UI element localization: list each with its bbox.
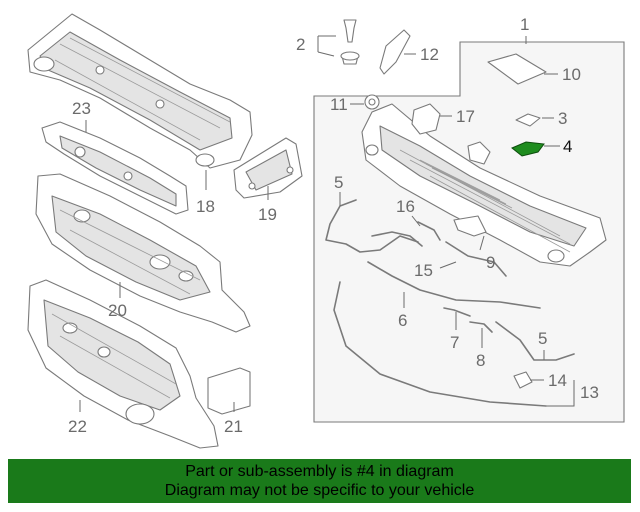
hose-6	[367, 261, 541, 309]
seal-12	[379, 29, 411, 75]
callout-5-upper: 5	[334, 173, 343, 192]
parts-diagram: 1 2 12 10 11 17 3 4 5 16 15 9 6 7 8 5 14…	[27, 13, 625, 449]
weatherstrip-13	[333, 281, 547, 407]
callout-11: 11	[330, 95, 348, 114]
callout-2: 2	[296, 35, 305, 54]
bracket-19	[233, 137, 303, 199]
banner-line-2: Diagram may not be specific to your vehi…	[164, 482, 475, 499]
clip-2	[340, 19, 360, 65]
info-banner: Part or sub-assembly is #4 in diagram Di…	[8, 459, 631, 503]
callout-20: 20	[108, 301, 127, 320]
cowl-top-panel	[27, 13, 253, 169]
callout-15: 15	[414, 261, 433, 280]
bracket-17	[411, 103, 491, 165]
callout-3: 3	[558, 109, 567, 128]
hose-16b	[417, 221, 441, 241]
callout-17: 17	[456, 107, 475, 126]
callout-8: 8	[476, 351, 485, 370]
callout-16: 16	[396, 197, 415, 216]
hose-15	[445, 241, 507, 277]
callout-19: 19	[258, 205, 277, 224]
hose-16	[371, 231, 423, 247]
callout-5-lower: 5	[538, 329, 547, 348]
clip-3	[515, 113, 541, 127]
banner-line-1: Part or sub-assembly is #4 in diagram	[185, 463, 454, 480]
part-4-highlighted	[511, 141, 545, 157]
callout-13: 13	[580, 383, 599, 402]
callout-22: 22	[68, 417, 87, 436]
callout-21: 21	[224, 417, 243, 436]
callout-10: 10	[562, 65, 581, 84]
callout-4: 4	[563, 137, 572, 156]
callout-14: 14	[548, 371, 567, 390]
dash-insulator-upper	[41, 121, 189, 215]
dash-panel	[35, 173, 251, 333]
hose-5-lower	[495, 321, 575, 361]
callout-1: 1	[520, 15, 529, 34]
callout-18: 18	[196, 197, 215, 216]
hose-5-upper	[325, 199, 419, 253]
insulator-piece-21	[207, 367, 251, 415]
grommet-11	[364, 94, 380, 110]
callout-7: 7	[450, 333, 459, 352]
cowl-vent-panel	[361, 103, 607, 267]
hose-8	[469, 321, 493, 333]
callout-23: 23	[72, 99, 91, 118]
callout-12: 12	[420, 45, 439, 64]
callout-9: 9	[486, 253, 495, 272]
leader-lines	[79, 35, 575, 412]
callout-6: 6	[398, 311, 407, 330]
pad-10	[487, 53, 547, 85]
clip-14	[513, 371, 533, 389]
dash-insulator-lower	[27, 279, 219, 449]
nozzle-9	[453, 215, 487, 237]
hose-7	[443, 307, 471, 317]
